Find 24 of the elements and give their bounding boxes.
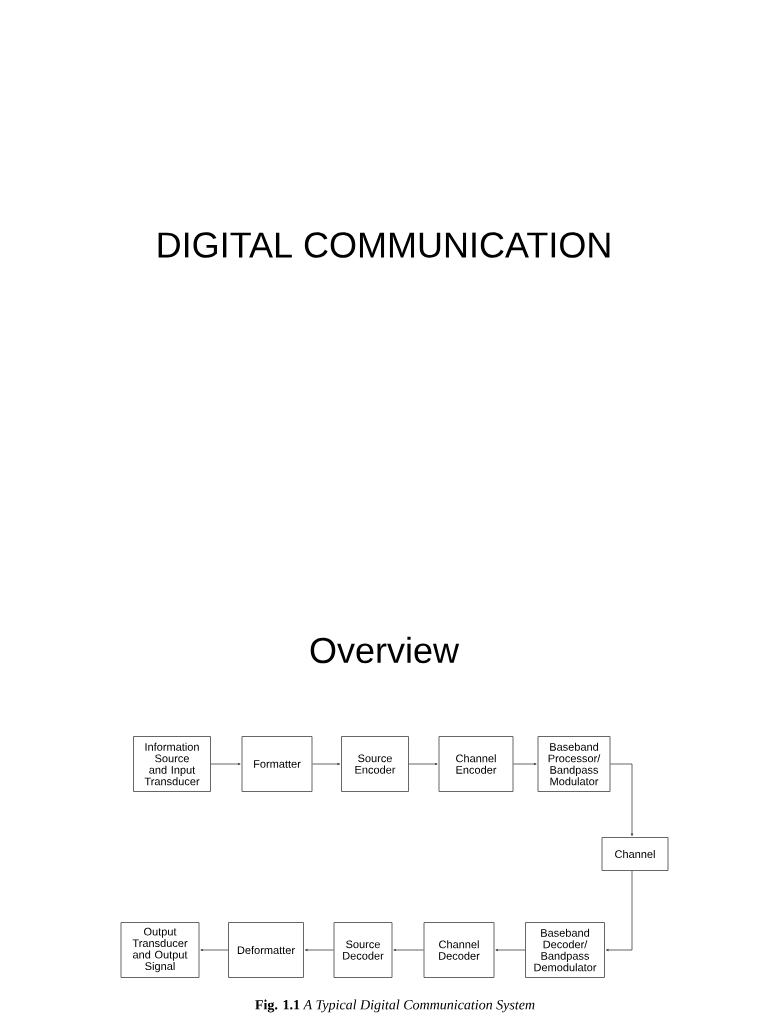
arrow	[200, 948, 229, 952]
arrow	[304, 948, 334, 952]
process-box: Source Encoder	[341, 736, 409, 792]
arrow	[513, 762, 537, 766]
arrow	[210, 762, 241, 766]
process-box: Baseband Processor/ Bandpass Modulator	[537, 736, 611, 792]
process-box: Source Decoder	[333, 922, 393, 978]
arrow	[393, 948, 424, 952]
arrow	[610, 763, 634, 837]
process-box: Baseband Decoder/ Bandpass Demodulator	[525, 922, 605, 978]
process-box: Information Source and Input Transducer	[133, 736, 211, 792]
arrow	[312, 762, 341, 766]
arrow	[408, 762, 438, 766]
slide-heading: Overview	[310, 636, 460, 664]
arrow	[605, 870, 633, 952]
slide-title: DIGITAL COMMUNICATION	[158, 232, 610, 258]
process-box: Channel Decoder	[423, 922, 495, 978]
process-box: Channel	[601, 837, 669, 871]
process-box: Deformatter	[228, 922, 304, 978]
process-box: Output Transducer and Output Signal	[120, 922, 200, 978]
arrow	[495, 948, 526, 952]
process-box: Formatter	[241, 736, 313, 792]
process-box: Channel Encoder	[438, 736, 514, 792]
figure-caption: Fig. 1.1 A Typical Digital Communication System	[255, 999, 535, 1013]
